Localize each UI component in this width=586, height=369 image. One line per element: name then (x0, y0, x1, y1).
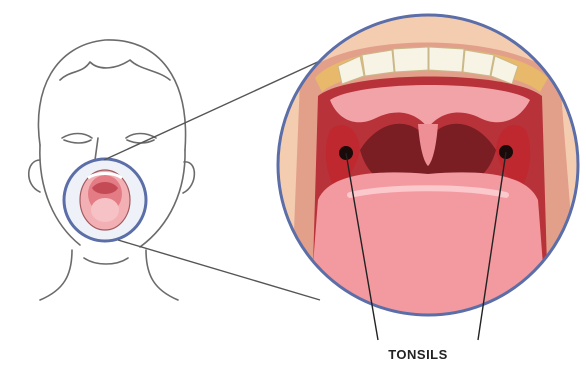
open-mouth-icon (270, 10, 586, 330)
small-lens-icon (64, 159, 146, 241)
tonsils-label: TONSILS (388, 347, 448, 362)
